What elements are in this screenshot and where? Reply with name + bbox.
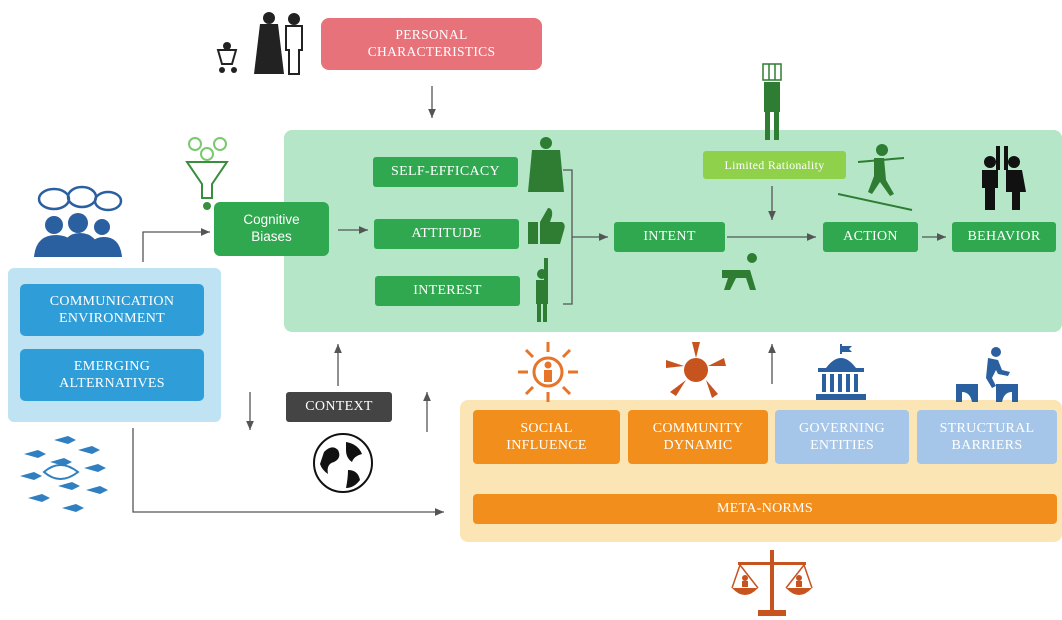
self-efficacy-box: SELF-EFFICACY bbox=[373, 157, 518, 187]
globe-icon bbox=[313, 433, 373, 493]
hands-circle-icon bbox=[666, 342, 726, 398]
context-box: CONTEXT bbox=[286, 392, 392, 422]
funnel-icon bbox=[185, 137, 229, 210]
superhero-icon bbox=[528, 137, 564, 192]
jumping-gap-icon bbox=[956, 347, 1018, 402]
tightrope-icon bbox=[838, 144, 913, 211]
governing-entities-box: GOVERNING ENTITIES bbox=[775, 410, 909, 464]
attitude-box: ATTITUDE bbox=[374, 219, 519, 249]
interest-box: INTEREST bbox=[375, 276, 520, 306]
action-box: ACTION bbox=[823, 222, 918, 252]
cognitive-biases-box: Cognitive Biases bbox=[214, 202, 329, 256]
limited-rationality-box: Limited Rationality bbox=[703, 151, 846, 179]
personal-characteristics-box: PERSONAL CHARACTERISTICS bbox=[321, 18, 542, 70]
community-dynamic-box: COMMUNITY DYNAMIC bbox=[628, 410, 768, 464]
raised-hand-icon bbox=[536, 258, 548, 322]
emerging-alternatives-box: EMERGING ALTERNATIVES bbox=[20, 349, 204, 401]
communication-environment-box: COMMUNICATION ENVIRONMENT bbox=[20, 284, 204, 336]
social-influence-box: SOCIAL INFLUENCE bbox=[473, 410, 620, 464]
crowd-icon bbox=[34, 185, 123, 257]
fish-school-icon bbox=[20, 436, 108, 512]
thumbs-up-icon bbox=[528, 208, 565, 244]
family-icon bbox=[216, 12, 303, 75]
capitol-icon bbox=[816, 344, 866, 400]
behavior-box: BEHAVIOR bbox=[952, 222, 1056, 252]
structural-barriers-box: STRUCTURAL BARRIERS bbox=[917, 410, 1057, 464]
sun-person-icon bbox=[518, 342, 578, 402]
meta-norms-box: META-NORMS bbox=[473, 494, 1057, 524]
intent-box: INTENT bbox=[614, 222, 725, 252]
high-five-icon bbox=[982, 146, 1026, 210]
caged-person-icon bbox=[762, 63, 782, 140]
crawling-person-icon bbox=[722, 253, 757, 290]
scales-icon bbox=[731, 550, 813, 616]
